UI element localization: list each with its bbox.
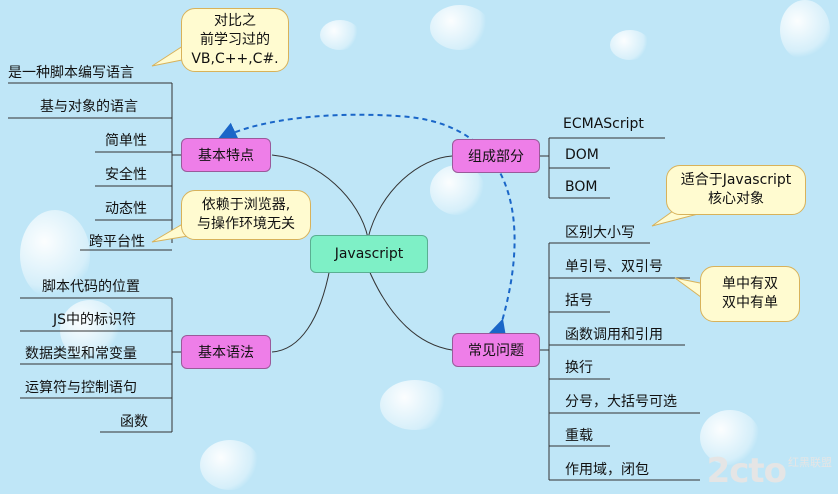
root-label: Javascript — [334, 246, 404, 262]
callout-compare[interactable]: 对比之 前学习过的 VB,C++,C#. — [181, 8, 289, 72]
background-droplet — [20, 210, 90, 300]
root-node[interactable]: Javascript — [310, 235, 428, 273]
watermark-logo: 2cto — [706, 451, 787, 491]
branch-syntax[interactable]: 基本语法 — [181, 335, 271, 369]
connector-root-issues — [367, 267, 453, 351]
background-droplet — [700, 410, 760, 465]
background-droplet — [780, 0, 830, 60]
leaf-issue[interactable]: 作用域，闭包 — [565, 462, 649, 478]
callout-line: 双中有单 — [722, 295, 778, 311]
watermark-sub: 红黑联盟 — [788, 456, 832, 469]
leaf-syntax[interactable]: 数据类型和常变量 — [25, 346, 137, 362]
background-droplet — [60, 300, 120, 360]
callout-line: 与操作环境无关 — [197, 216, 295, 232]
background-droplet — [610, 30, 650, 60]
leaf-syntax[interactable]: 函数 — [120, 414, 148, 430]
leaf-feature[interactable]: 动态性 — [105, 201, 147, 217]
callout-line: VB,C++,C#. — [191, 50, 279, 67]
leaf-component[interactable]: ECMAScript — [563, 116, 644, 132]
leaf-component[interactable]: DOM — [565, 147, 599, 163]
callout-quotes[interactable]: 单中有双 双中有单 — [700, 266, 800, 322]
leaf-issue[interactable]: 括号 — [565, 293, 593, 309]
callout-browser[interactable]: 依赖于浏览器, 与操作环境无关 — [181, 190, 311, 240]
leaf-issue[interactable]: 分号，大括号可选 — [565, 394, 677, 410]
bracket-issues — [540, 243, 550, 480]
leaf-feature[interactable]: 安全性 — [105, 167, 147, 183]
callout-core[interactable]: 适合于Javascript 核心对象 — [666, 165, 806, 215]
background-droplet — [430, 5, 490, 50]
relation-dashed-arrow — [216, 113, 516, 341]
callout-line: 依赖于浏览器, — [201, 197, 291, 213]
leaf-syntax[interactable]: 脚本代码的位置 — [42, 279, 140, 295]
bracket-syntax — [171, 298, 181, 432]
leaf-feature[interactable]: 是一种脚本编写语言 — [8, 65, 134, 81]
background-droplet — [320, 20, 360, 50]
background-droplet — [200, 440, 260, 490]
leaf-feature[interactable]: 跨平台性 — [89, 234, 145, 250]
bracket-components — [540, 138, 550, 198]
branch-components-label: 组成部分 — [468, 149, 524, 165]
leaf-component[interactable]: BOM — [565, 179, 598, 195]
callout-line: 核心对象 — [708, 191, 764, 207]
leaf-syntax[interactable]: 运算符与控制语句 — [25, 380, 137, 396]
branch-components[interactable]: 组成部分 — [452, 139, 540, 173]
leaf-issue[interactable]: 单引号、双引号 — [565, 259, 663, 275]
branch-issues[interactable]: 常见问题 — [452, 333, 540, 367]
leaf-syntax[interactable]: JS中的标识符 — [53, 312, 137, 328]
leaf-feature[interactable]: 简单性 — [105, 133, 147, 149]
branch-features-label: 基本特点 — [198, 148, 254, 164]
branch-issues-label: 常见问题 — [468, 343, 524, 359]
callout-line: 前学习过的 — [200, 31, 270, 48]
watermark: 2cto 红黑联盟 — [707, 454, 832, 488]
branch-features[interactable]: 基本特点 — [181, 138, 271, 172]
leaf-issue[interactable]: 区别大小写 — [565, 225, 635, 241]
connector-root-syntax — [271, 267, 331, 353]
callout-line: 适合于Javascript — [680, 172, 792, 188]
leaf-issue[interactable]: 换行 — [565, 360, 593, 376]
leaf-issue[interactable]: 重载 — [565, 428, 593, 444]
branch-syntax-label: 基本语法 — [198, 345, 254, 361]
callout-line: 单中有双 — [722, 276, 778, 292]
connector-root-components — [367, 155, 453, 239]
leaf-feature[interactable]: 基与对象的语言 — [40, 99, 138, 115]
bracket-features — [171, 83, 181, 243]
leaf-issue[interactable]: 函数调用和引用 — [565, 327, 663, 343]
background-droplet — [380, 380, 450, 430]
callout-line: 对比之 — [214, 12, 256, 29]
